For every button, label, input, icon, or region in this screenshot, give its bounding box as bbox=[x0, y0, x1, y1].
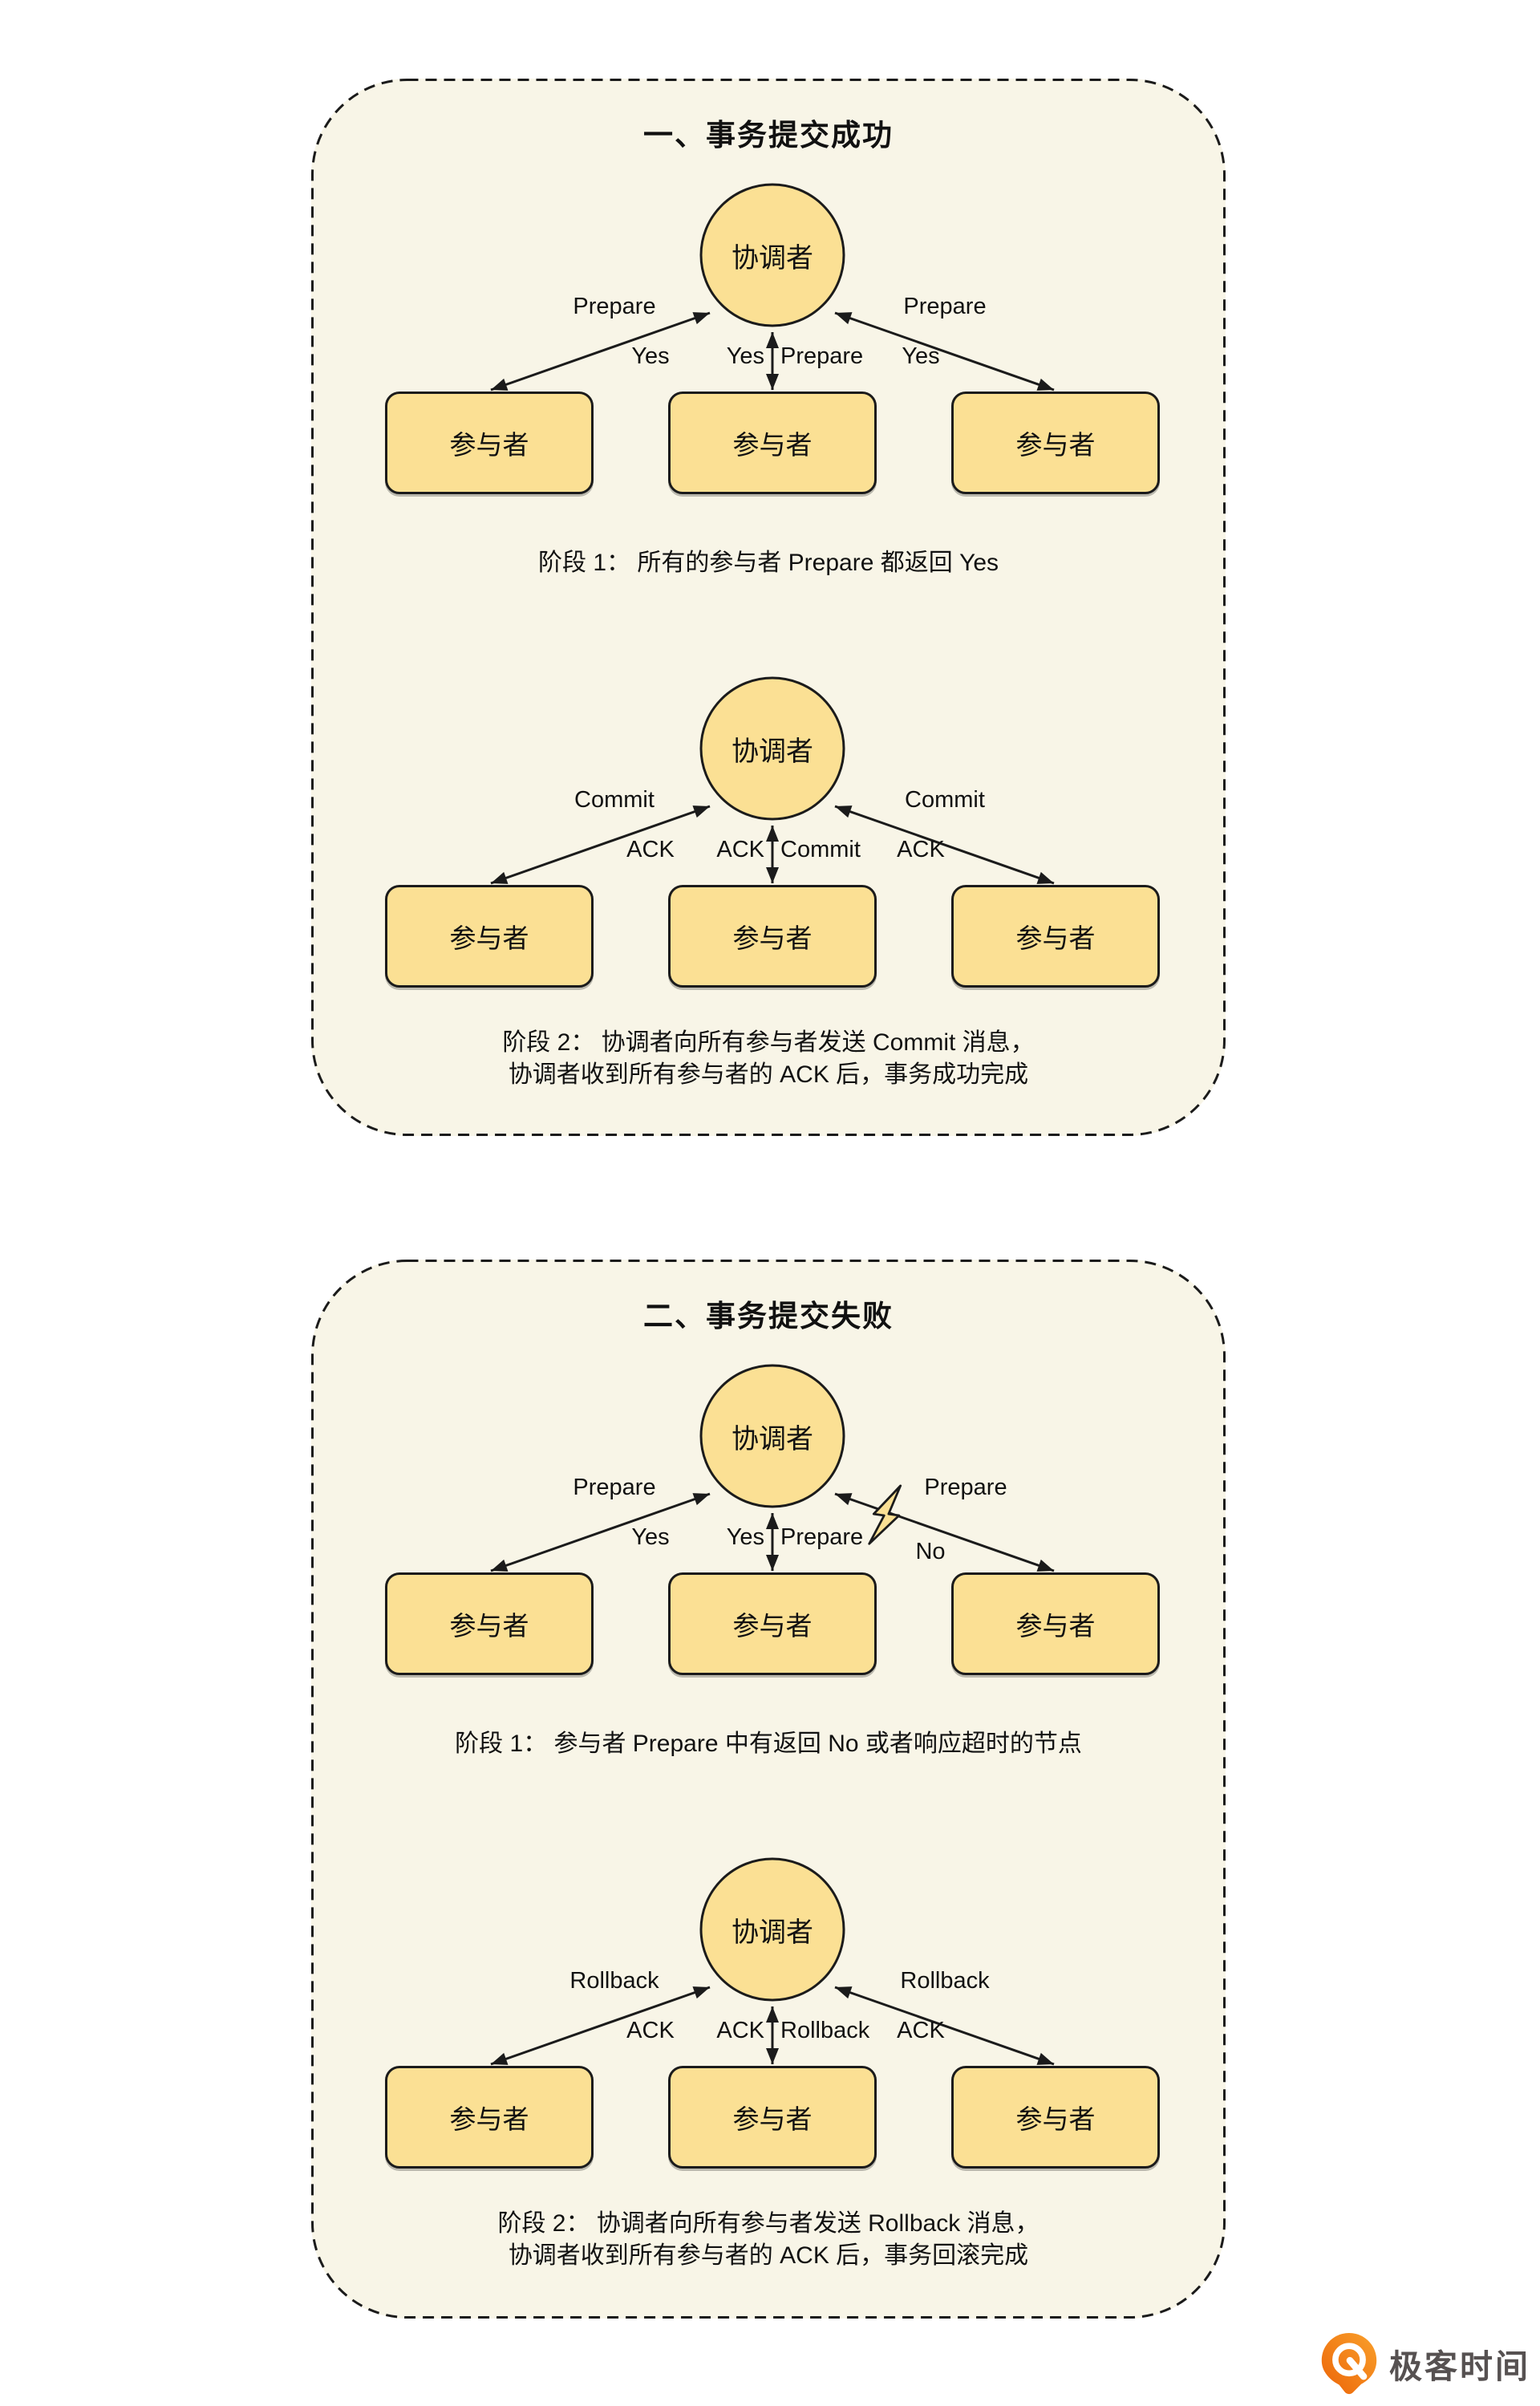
edge-label-reply-right: Yes bbox=[902, 343, 940, 369]
caption-line: 阶段 1： 所有的参与者 Prepare 都返回 Yes bbox=[537, 550, 999, 576]
panel-dashed-border bbox=[311, 79, 1226, 1136]
coordinator-ellipse bbox=[699, 183, 845, 327]
arrows-graphic bbox=[490, 1364, 1055, 1572]
edge-label-reply-center: Yes bbox=[726, 1524, 764, 1550]
coordinator-node: 协调者 bbox=[732, 1917, 813, 1948]
edge-label-reply-right: No bbox=[915, 1539, 946, 1564]
phase-caption: 阶段 2： 协调者向所有参与者发送 Commit 消息， 协调者收到所有参与者的… bbox=[311, 1027, 1226, 1091]
caption-line: 协调者收到所有参与者的 ACK 后，事务回滚完成 bbox=[508, 2242, 1029, 2269]
caption-line: 阶段 1： 参与者 Prepare 中有返回 No 或者响应超时的节点 bbox=[455, 1730, 1082, 1757]
edge-label-request-right: Prepare bbox=[903, 294, 987, 319]
participant-node: 参与者 bbox=[385, 2066, 594, 2169]
coordinator-ellipse bbox=[699, 1364, 845, 1508]
coordinator-node: 协调者 bbox=[732, 736, 813, 767]
arrows-graphic bbox=[490, 183, 1055, 392]
edge-label-reply-center: ACK bbox=[716, 837, 764, 862]
panel-title: 二、事务提交失败 bbox=[643, 1300, 894, 1333]
edge-label-reply-center: ACK bbox=[716, 2018, 764, 2043]
coordinator-ellipse bbox=[699, 1857, 845, 2002]
edge-label-reply-left: ACK bbox=[626, 837, 675, 862]
phase-diagram-commit: 协调者 参与者 参与者 参与者 Commit Commit ACK ACK Co… bbox=[311, 596, 1226, 1021]
geektime-logo: 极客时间 bbox=[1319, 2331, 1530, 2396]
participant-node: 参与者 bbox=[668, 392, 877, 494]
phase-diagram-rollback: 协调者 参与者 参与者 参与者 Rollback Rollback ACK AC… bbox=[311, 1777, 1226, 2202]
lightning-icon bbox=[868, 1484, 902, 1545]
arrows-graphic bbox=[490, 676, 1055, 885]
edge-label-request-left: Prepare bbox=[573, 1475, 656, 1500]
edge-label-reply-center: Yes bbox=[726, 343, 764, 369]
edge-label-reply-left: ACK bbox=[626, 2018, 675, 2043]
edge-label-request-left: Rollback bbox=[569, 1968, 659, 1994]
geektime-logo-text: 极客时间 bbox=[1389, 2348, 1530, 2385]
participant-node: 参与者 bbox=[385, 1572, 594, 1675]
edge-label-request-center: Prepare bbox=[780, 343, 864, 369]
edge-label-request-center: Prepare bbox=[780, 1524, 864, 1550]
panel-commit-success: 一、事务提交成功 协调者 参与者 参与者 参与者 Prepare Prepare… bbox=[311, 79, 1226, 1136]
edge-label-reply-left: Yes bbox=[631, 343, 670, 369]
phase-caption: 阶段 1： 所有的参与者 Prepare 都返回 Yes bbox=[311, 547, 1226, 579]
participant-node: 参与者 bbox=[951, 392, 1160, 494]
participant-node: 参与者 bbox=[385, 392, 594, 494]
coordinator-node: 协调者 bbox=[732, 242, 813, 274]
participant-node: 参与者 bbox=[951, 2066, 1160, 2169]
coordinator-ellipse bbox=[699, 676, 845, 821]
edge-label-request-center: Commit bbox=[780, 837, 861, 862]
edge-label-reply-right: ACK bbox=[897, 837, 945, 862]
coordinator-node: 协调者 bbox=[732, 1423, 813, 1455]
edge-label-request-right: Prepare bbox=[924, 1475, 1007, 1500]
phase-caption: 阶段 2： 协调者向所有参与者发送 Rollback 消息， 协调者收到所有参与… bbox=[311, 2208, 1226, 2272]
caption-line: 阶段 2： 协调者向所有参与者发送 Rollback 消息， bbox=[497, 2210, 1040, 2237]
caption-line: 阶段 2： 协调者向所有参与者发送 Commit 消息， bbox=[502, 1029, 1035, 1056]
participant-node: 参与者 bbox=[951, 885, 1160, 988]
edge-label-request-left: Commit bbox=[574, 787, 654, 813]
participant-node: 参与者 bbox=[668, 2066, 877, 2169]
edge-label-request-right: Rollback bbox=[900, 1968, 990, 1994]
phase-diagram-prepare-failure: 协调者 参与者 参与者 参与者 Prepare Prepare Yes Yes … bbox=[311, 1284, 1226, 1709]
caption-line: 协调者收到所有参与者的 ACK 后，事务成功完成 bbox=[508, 1061, 1029, 1088]
participant-node: 参与者 bbox=[385, 885, 594, 988]
edge-label-reply-left: Yes bbox=[631, 1524, 670, 1550]
arrows-graphic bbox=[490, 1857, 1055, 2066]
phase-diagram-prepare: 协调者 参与者 参与者 参与者 Prepare Prepare Yes Yes … bbox=[311, 103, 1226, 528]
phase-caption: 阶段 1： 参与者 Prepare 中有返回 No 或者响应超时的节点 bbox=[311, 1728, 1226, 1760]
edge-label-request-center: Rollback bbox=[780, 2018, 870, 2043]
panel-title: 一、事务提交成功 bbox=[643, 119, 894, 152]
panel-dashed-border bbox=[311, 1260, 1226, 2319]
edge-label-reply-right: ACK bbox=[897, 2018, 945, 2043]
panel-commit-failure: 二、事务提交失败 协调者 参与者 参与者 参与者 Prepare Prepare… bbox=[311, 1260, 1226, 2319]
participant-node: 参与者 bbox=[668, 885, 877, 988]
participant-node: 参与者 bbox=[951, 1572, 1160, 1675]
edge-label-request-right: Commit bbox=[905, 787, 985, 813]
edge-label-request-left: Prepare bbox=[573, 294, 656, 319]
geektime-logo-icon bbox=[1321, 2333, 1377, 2395]
participant-node: 参与者 bbox=[668, 1572, 877, 1675]
